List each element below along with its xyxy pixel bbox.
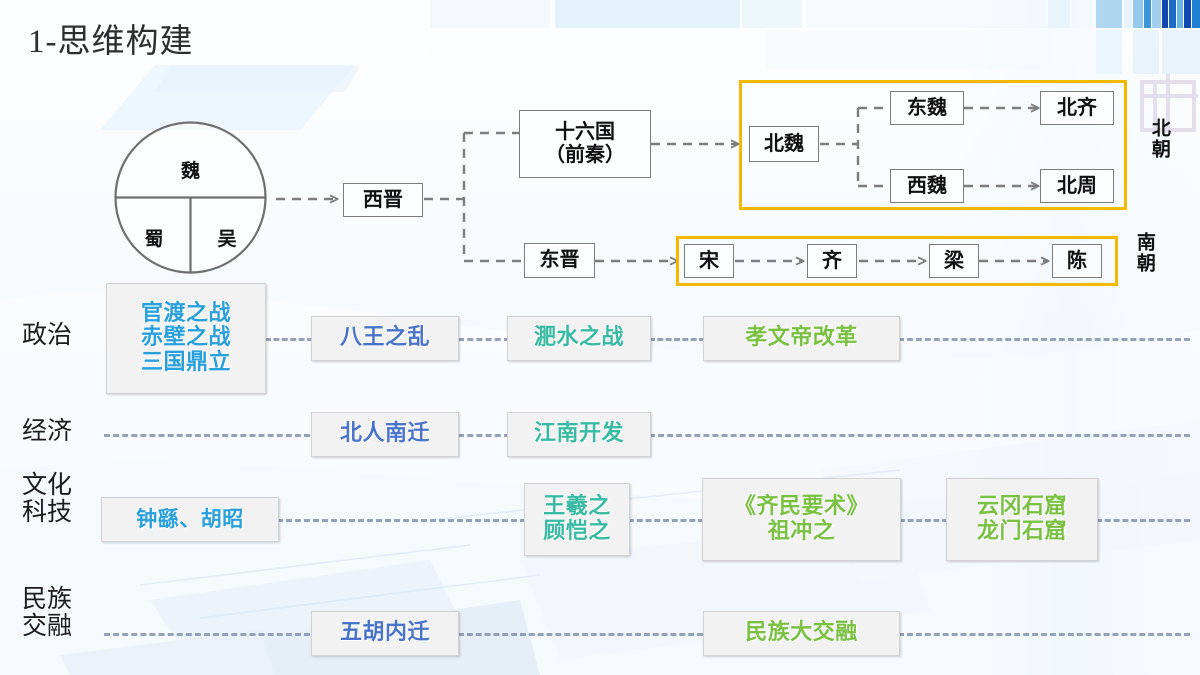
- timeline-connector: [458, 633, 703, 636]
- timeline-connector: [1096, 519, 1190, 522]
- dynasty-box-dongwei: 东魏: [890, 91, 964, 125]
- dynasty-box-beizhou: 北周: [1040, 169, 1114, 203]
- timeline-chip[interactable]: 官渡之战 赤壁之战 三国鼎立: [106, 283, 266, 394]
- timeline-chip[interactable]: 淝水之战: [507, 316, 651, 361]
- dynasty-box-xijin: 西晋: [343, 183, 423, 217]
- dynasty-box-liang: 梁: [929, 244, 979, 278]
- timeline-chip[interactable]: 云冈石窟 龙门石窟: [946, 478, 1098, 561]
- timeline-connector: [628, 519, 704, 522]
- timeline-chip[interactable]: 孝文帝改革: [703, 316, 900, 361]
- row-label-politics: 政治: [22, 322, 73, 349]
- row-label-economy: 经济: [22, 418, 73, 445]
- timeline-connector: [899, 519, 948, 522]
- row-label-ethnic-fusion: 民族 交融: [22, 586, 73, 640]
- dynasty-box-dongjin: 东晋: [524, 243, 595, 278]
- timeline-chip[interactable]: 钟繇、胡昭: [101, 497, 279, 542]
- timeline-connector: [104, 434, 310, 437]
- timeline-connector: [898, 633, 1190, 636]
- timeline-connector: [265, 338, 313, 341]
- timeline-chip[interactable]: 江南开发: [507, 412, 651, 457]
- timeline-connector: [458, 434, 510, 437]
- timeline-connector: [898, 338, 1190, 341]
- timeline-chip[interactable]: 《齐民要术》 祖冲之: [702, 478, 901, 561]
- timeline-connector: [277, 519, 526, 522]
- dynasty-box-beiqi: 北齐: [1040, 91, 1114, 125]
- dynasty-box-qi: 齐: [807, 244, 857, 278]
- timeline-chip[interactable]: 王羲之 顾恺之: [524, 483, 630, 556]
- dynasty-box-song: 宋: [684, 244, 734, 278]
- label-northern-dynasties: 北朝: [1148, 118, 1170, 160]
- timeline-chip[interactable]: 八王之乱: [311, 316, 459, 361]
- row-label-culture-tech: 文化 科技: [22, 472, 73, 526]
- dynasty-box-xiwei: 西魏: [890, 169, 964, 203]
- timeline-connector: [649, 434, 1190, 437]
- timeline-chip[interactable]: 民族大交融: [703, 611, 900, 656]
- timeline-connector: [104, 633, 310, 636]
- label-southern-dynasties: 南朝: [1133, 232, 1155, 274]
- dynasty-box-chen: 陈: [1052, 244, 1102, 278]
- dynasty-box-beiwei: 北魏: [749, 126, 819, 162]
- timeline-connector: [649, 338, 705, 341]
- dynasty-box-shiliuguo: 十六国 （前秦）: [519, 110, 651, 178]
- timeline-connector: [458, 338, 510, 341]
- timeline-chip[interactable]: 五胡内迁: [311, 611, 459, 656]
- timeline-chip[interactable]: 北人南迁: [311, 412, 459, 457]
